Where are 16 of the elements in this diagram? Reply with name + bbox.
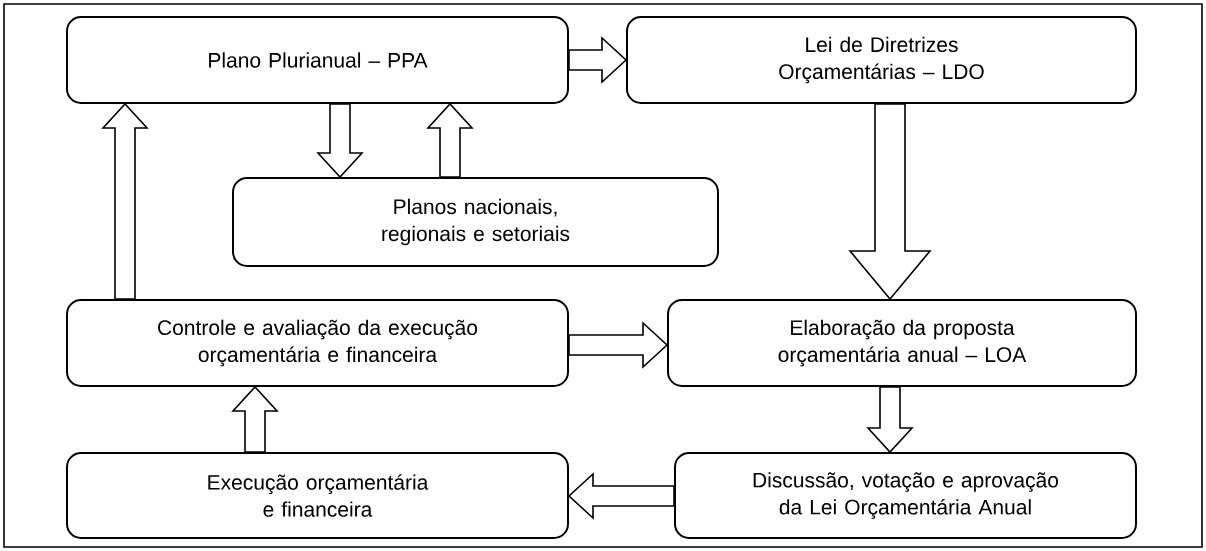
process-box: Discussão, votação e aprovação da Lei Orçamentária Anual bbox=[674, 452, 1137, 539]
block-arrow bbox=[426, 102, 474, 178]
process-box: Planos nacionais, regionais e setoriais bbox=[232, 177, 719, 267]
block-arrow bbox=[231, 385, 279, 453]
process-box: Execução orçamentária e financeira bbox=[66, 452, 569, 539]
block-arrow bbox=[568, 321, 669, 369]
block-arrow bbox=[567, 472, 675, 520]
process-box: Lei de Diretrizes Orçamentárias – LDO bbox=[626, 16, 1137, 104]
process-box: Plano Plurianual – PPA bbox=[66, 16, 569, 104]
process-box: Controle e avaliação da execução orçamentária e financeira bbox=[66, 299, 569, 387]
block-arrow bbox=[866, 386, 914, 454]
block-arrow bbox=[848, 103, 932, 301]
block-arrow bbox=[101, 102, 149, 300]
block-arrow bbox=[568, 36, 628, 84]
block-arrow bbox=[316, 103, 364, 179]
process-box: Elaboração da proposta orçamentária anual – LOA bbox=[667, 299, 1137, 387]
